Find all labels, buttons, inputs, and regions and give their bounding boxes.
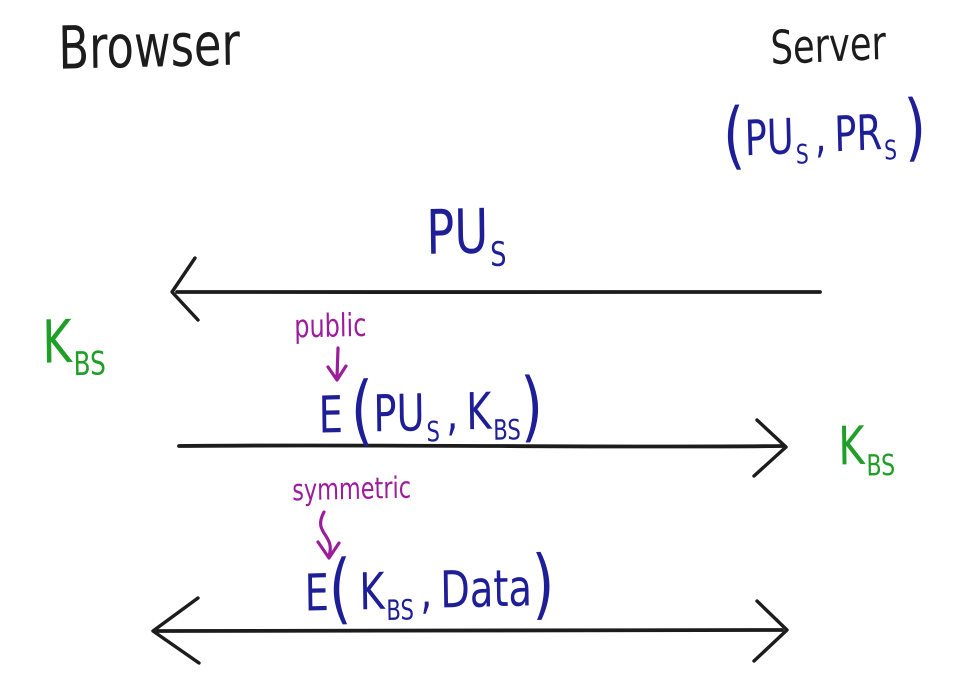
message3-label: E ( K BS , Data ) [304,538,555,632]
arg-pu-subscript: S [426,415,441,449]
public-key-subscript: S [795,138,810,171]
arrow-server-to-browser [170,256,822,322]
browser-session-key-label: K BS [41,308,106,384]
symmetric-down-arrow-icon [316,510,341,560]
paren-open: ( [350,364,374,455]
private-key-base: PR [833,103,883,163]
arrow-bidirectional [151,596,789,665]
paren-open: ( [721,93,746,179]
encrypt-function: E [304,563,330,624]
encrypt-function: E [318,385,344,446]
server-session-key-label: K BS [837,415,895,483]
public-key-base: PU [743,107,795,168]
pu-base: PU [425,195,489,269]
arrowhead-left-icon [151,596,201,665]
message1-label: PU S [425,195,507,274]
symmetric-annotation: symmetric [291,470,412,508]
key-subscript: BS [866,448,896,483]
server-actor-label: Server [769,16,887,76]
comma: , [445,382,459,443]
server-keypair-label: ( PU S , PR S ) [722,84,928,179]
message2-label: E ( PU S , K BS ) [318,361,544,454]
arg-pu-base: PU [372,383,426,445]
arrow-browser-to-server [177,418,788,478]
paren-close: ) [903,84,928,171]
public-down-arrow-icon [326,346,348,382]
private-key-subscript: S [883,134,898,167]
public-annotation: public [293,307,367,346]
comma: , [813,106,828,164]
paren-open: ( [328,543,352,633]
arg-data: Data [439,558,533,621]
arrowhead-right-icon [752,418,788,478]
arrowhead-left-icon [170,256,200,322]
arg-key-base: K [358,562,385,623]
browser-actor-label: Browser [57,10,241,84]
key-base: K [837,415,865,478]
paren-close: ) [519,361,544,451]
comma: , [419,561,433,621]
arg-key-base: K [465,382,492,442]
arg-key-subscript: BS [493,413,522,448]
key-subscript: BS [73,344,107,384]
paren-close: ) [531,538,555,628]
arg-key-subscript: BS [386,593,415,628]
pu-subscript: S [489,233,507,275]
key-base: K [41,308,73,378]
arrowhead-right-icon [752,599,789,663]
